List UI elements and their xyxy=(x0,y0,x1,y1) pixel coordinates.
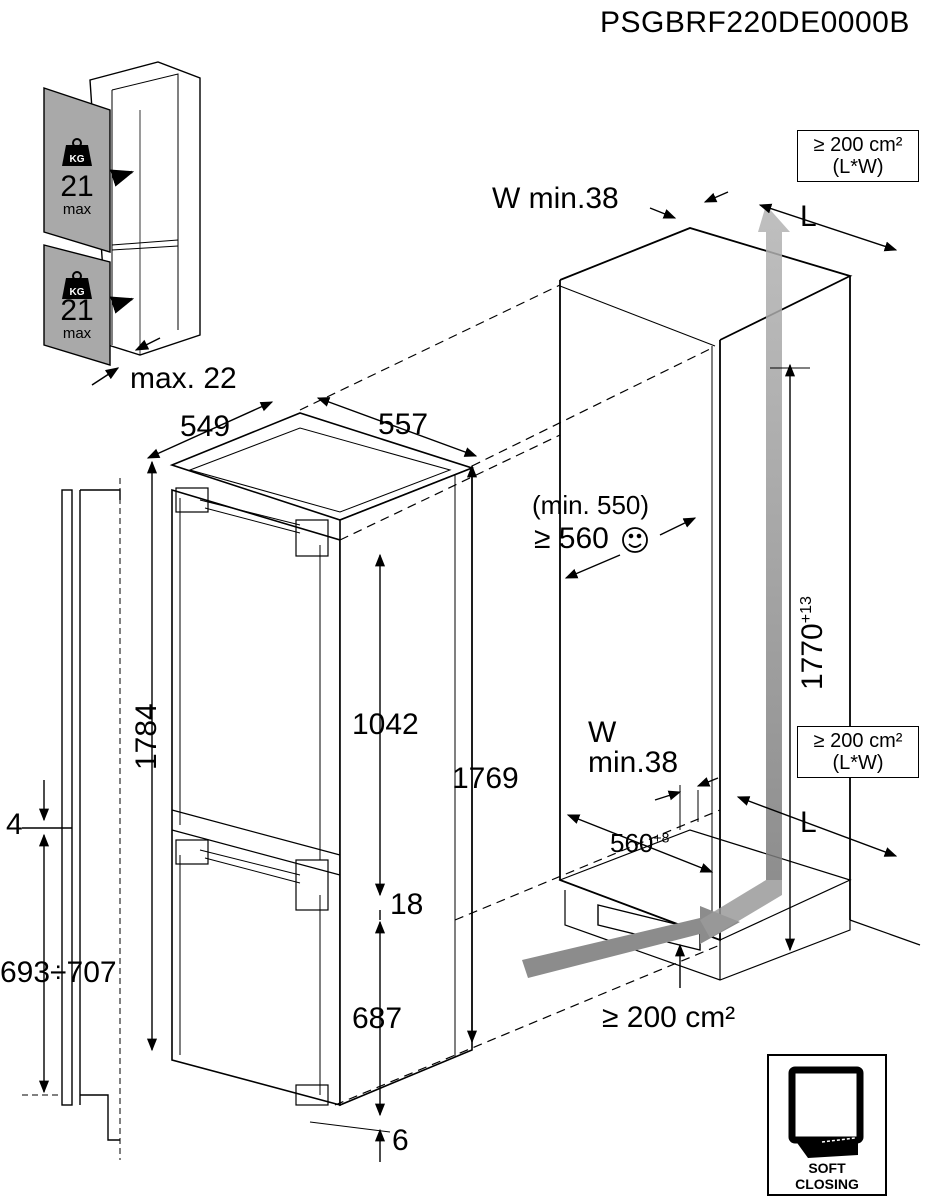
niche-structure xyxy=(558,227,921,981)
soft-closing-badge xyxy=(767,1054,887,1196)
door-weight-upper-max: max xyxy=(62,201,92,218)
lower-door-panel xyxy=(43,244,111,366)
upper-door-label: 1042 xyxy=(352,708,419,741)
weight-kg-icon xyxy=(62,145,92,166)
w-bottom-label-1: W xyxy=(588,716,617,749)
door-closing-icon xyxy=(788,1066,864,1144)
w-bottom-label-2: min.38 xyxy=(588,746,679,779)
vent-box-mid: ≥ 200 cm² (L*W) xyxy=(797,726,919,778)
niche-height-label: 1770+13 xyxy=(796,596,829,690)
airflow-arrows xyxy=(522,205,790,978)
door-side-profile xyxy=(22,478,121,1160)
door-weight-lower: 21 xyxy=(60,294,94,327)
appliance-front-view xyxy=(169,412,475,1107)
model-code: PSGBRF220DE0000B xyxy=(600,6,910,39)
kg-tag-upper: KG xyxy=(69,154,85,165)
width-label: 557 xyxy=(378,408,429,441)
airflow-bend xyxy=(700,880,782,938)
upper-door-panel xyxy=(43,87,111,253)
lower-door-label: 687 xyxy=(352,1002,403,1035)
niche-dimension-lines xyxy=(564,191,898,988)
vent-box-top: ≥ 200 cm² (L*W) xyxy=(797,130,919,182)
door-gap-label: max. 22 xyxy=(130,362,237,395)
l-bottom-label: L xyxy=(800,806,817,839)
offset-small-label: 4 xyxy=(6,808,23,841)
airflow-up-arrow xyxy=(758,205,790,880)
bottom-gap-label: 6 xyxy=(392,1124,409,1157)
niche-depth-label: ≥ 560 xyxy=(534,522,609,555)
door-weight-upper: 21 xyxy=(60,170,94,203)
depth-label: 549 xyxy=(180,410,231,443)
weight-kg-icon xyxy=(62,278,92,299)
total-height-label: 1784 xyxy=(130,703,163,770)
lower-range-label: 693÷707 xyxy=(0,956,117,989)
w-top-label: W min.38 xyxy=(492,182,619,215)
kg-tag-lower: KG xyxy=(69,287,85,298)
niche-depth-min-note: (min. 550) xyxy=(532,490,650,520)
cabinet-height-label: 1769 xyxy=(452,762,519,795)
niche-width-label: 560+8 xyxy=(610,828,670,858)
soft-closing-text: SOFT CLOSING xyxy=(795,1160,859,1192)
door-weight-illustration xyxy=(43,61,201,386)
front-dimension-lines xyxy=(38,397,478,1162)
vent-bottom-label: ≥ 200 cm² xyxy=(602,1001,736,1034)
smiley-icon xyxy=(622,527,648,553)
airflow-in-arrow xyxy=(522,906,740,978)
middle-gap-label: 18 xyxy=(390,888,424,921)
door-weight-lower-max: max xyxy=(62,325,92,342)
l-top-label: L xyxy=(800,200,817,233)
